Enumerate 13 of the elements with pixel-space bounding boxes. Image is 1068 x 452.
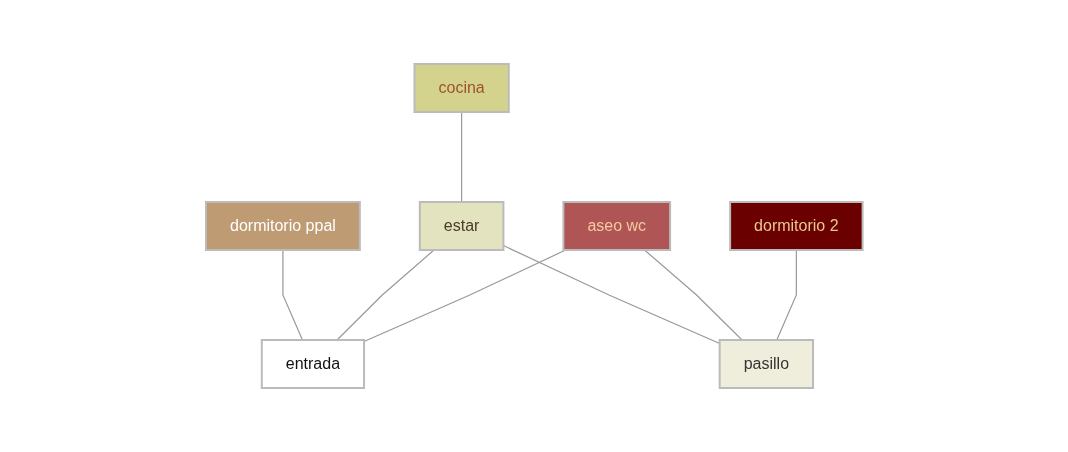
connector [363,249,566,343]
connector [282,249,303,341]
node-box: estar [418,201,505,251]
node-box: aseo wc [562,201,671,251]
connector [643,249,743,341]
connector [336,249,435,341]
node-box: entrada [260,339,365,389]
connector [775,249,797,341]
node-box: cocina [413,63,510,113]
node-box: pasillo [718,339,814,389]
connector [460,111,462,203]
node-box: dormitorio 2 [728,201,864,251]
node-box: dormitorio ppal [204,201,361,251]
